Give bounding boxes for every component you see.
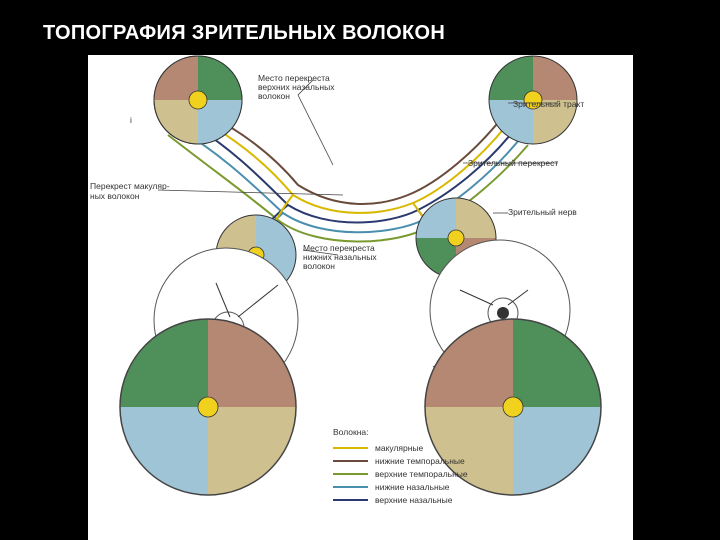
upper-nasal-fibers-top: [177, 114, 519, 224]
left-tract-disc: [153, 55, 243, 145]
label-macular-crossing-2: ных волокон: [90, 191, 140, 201]
lower-nasal-fibers-top: [172, 124, 524, 234]
macular-fibers-top: [182, 109, 514, 214]
legend-item: нижние темпоральные: [333, 456, 465, 466]
visual-pathway-figure: Место перекреста верхних назальных волок…: [88, 55, 633, 540]
legend-item: нижние назальные: [333, 482, 450, 492]
label-optic-nerve: Зрительный нерв: [508, 207, 577, 217]
legend-label: верхние назальные: [375, 495, 453, 505]
label-upper-nasal-crossing-2: верхних назальных: [258, 82, 335, 92]
legend-item: верхние назальные: [333, 495, 453, 505]
macula-spot: [523, 90, 543, 110]
macula-spot: [197, 396, 219, 418]
lower-temporal-fibers-top: [187, 104, 509, 205]
label-optic-tract: Зрительный тракт: [513, 99, 584, 109]
labels: Место перекреста верхних назальных волок…: [90, 73, 584, 271]
legend-label: нижние назальные: [375, 482, 450, 492]
label-lower-nasal-crossing-1: Место перекреста: [303, 243, 375, 253]
label-upper-nasal-crossing-3: волокон: [258, 91, 290, 101]
label-chiasm: Зрительный перекрест: [468, 158, 558, 168]
fiber-legend: Волокна: макулярные нижние темпоральные ве…: [333, 427, 468, 505]
legend-item: верхние темпоральные: [333, 469, 468, 479]
label-upper-nasal-crossing-1: Место перекреста: [258, 73, 330, 83]
label-lower-nasal-crossing-3: волокон: [303, 261, 335, 271]
legend-item: макулярные: [333, 443, 424, 453]
macula-spot: [502, 396, 524, 418]
legend-items: макулярные нижние темпоральные верхние тем…: [333, 443, 468, 505]
left-visual-field: [119, 318, 297, 496]
label-margin-mark: і: [130, 115, 132, 125]
right-tract-disc: [488, 55, 578, 145]
visual-pathway-diagram: Место перекреста верхних назальных волок…: [90, 55, 602, 505]
upper-temporal-fibers-top: [167, 134, 529, 243]
label-macular-crossing-1: Перекрест макуляр-: [90, 181, 170, 191]
legend-label: макулярные: [375, 443, 424, 453]
slide-title: ТОПОГРАФИЯ ЗРИТЕЛЬНЫХ ВОЛОКОН: [43, 22, 446, 44]
legend-label: верхние темпоральные: [375, 469, 468, 479]
legend-label: нижние темпоральные: [375, 456, 465, 466]
legend-title: Волокна:: [333, 427, 369, 437]
macula-spot: [188, 90, 208, 110]
right-visual-field: [424, 318, 602, 496]
leader-lines: [157, 79, 558, 256]
label-lower-nasal-crossing-2: нижних назальных: [303, 252, 377, 262]
macula-spot: [447, 229, 465, 247]
